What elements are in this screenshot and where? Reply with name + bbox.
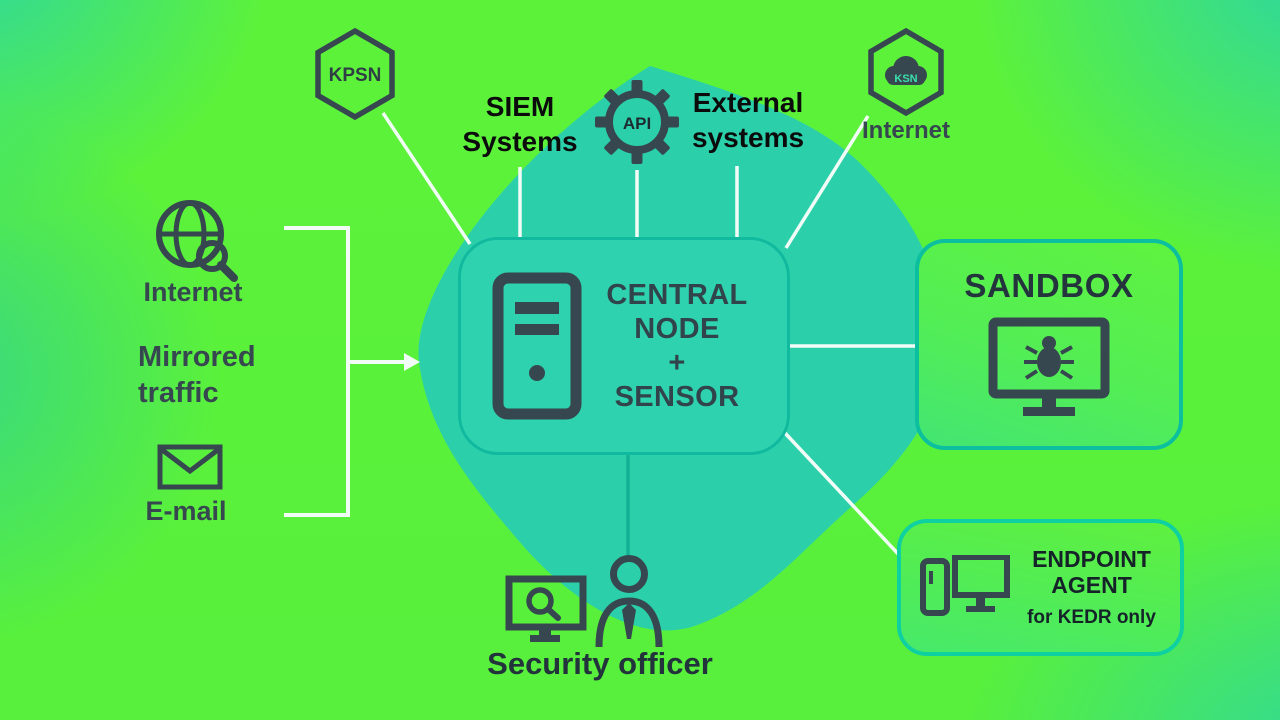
ksn-label: KSN: [894, 73, 917, 85]
central-node-label: CENTRAL NODE + SENSOR: [606, 279, 748, 413]
ksn-cloud-icon: [885, 56, 927, 85]
endpoint-pc-icon: [920, 554, 1010, 616]
ksn-connector-line: [784, 115, 870, 249]
server-icon: [492, 272, 582, 420]
bug-icon: [1024, 336, 1074, 380]
mirrored-traffic-label: Mirrored traffic: [138, 341, 256, 409]
endpoint-agent-title: ENDPOINT AGENT: [1032, 546, 1151, 598]
api-label: API: [623, 114, 651, 133]
email-label: E-mail: [145, 496, 227, 526]
kpsn-hexagon-icon: KPSN: [315, 27, 395, 121]
sandbox-title: SANDBOX: [964, 267, 1134, 304]
officer-person-icon: [595, 555, 663, 647]
ksn-internet-label: Internet: [861, 117, 951, 144]
ksn-hexagon-icon: KSN: [868, 27, 944, 117]
email-envelope-icon: [157, 444, 223, 490]
api-gear-icon: API: [595, 80, 679, 164]
kpsn-label: KPSN: [329, 65, 382, 86]
sandbox-box: SANDBOX: [915, 239, 1183, 450]
mirrored-arrow-head: [404, 353, 420, 371]
officer-monitor-search-icon: [505, 575, 587, 642]
internet-label: Internet: [143, 277, 243, 307]
internet-globe-icon: [156, 200, 238, 282]
security-officer-label: Security officer: [487, 646, 713, 681]
kpsn-connector-line: [381, 112, 472, 245]
external-systems-label: External systems: [691, 87, 805, 153]
endpoint-agent-box: ENDPOINT AGENT for KEDR only: [897, 519, 1184, 656]
endpoint-connector-line: [783, 431, 903, 559]
siem-systems-label: SIEM Systems: [462, 91, 578, 157]
central-node-box: CENTRAL NODE + SENSOR: [458, 237, 790, 455]
mirrored-bracket-line: [284, 226, 350, 517]
endpoint-agent-subtitle: for KEDR only: [1027, 607, 1156, 628]
sandbox-monitor-bug-icon: [988, 317, 1110, 416]
